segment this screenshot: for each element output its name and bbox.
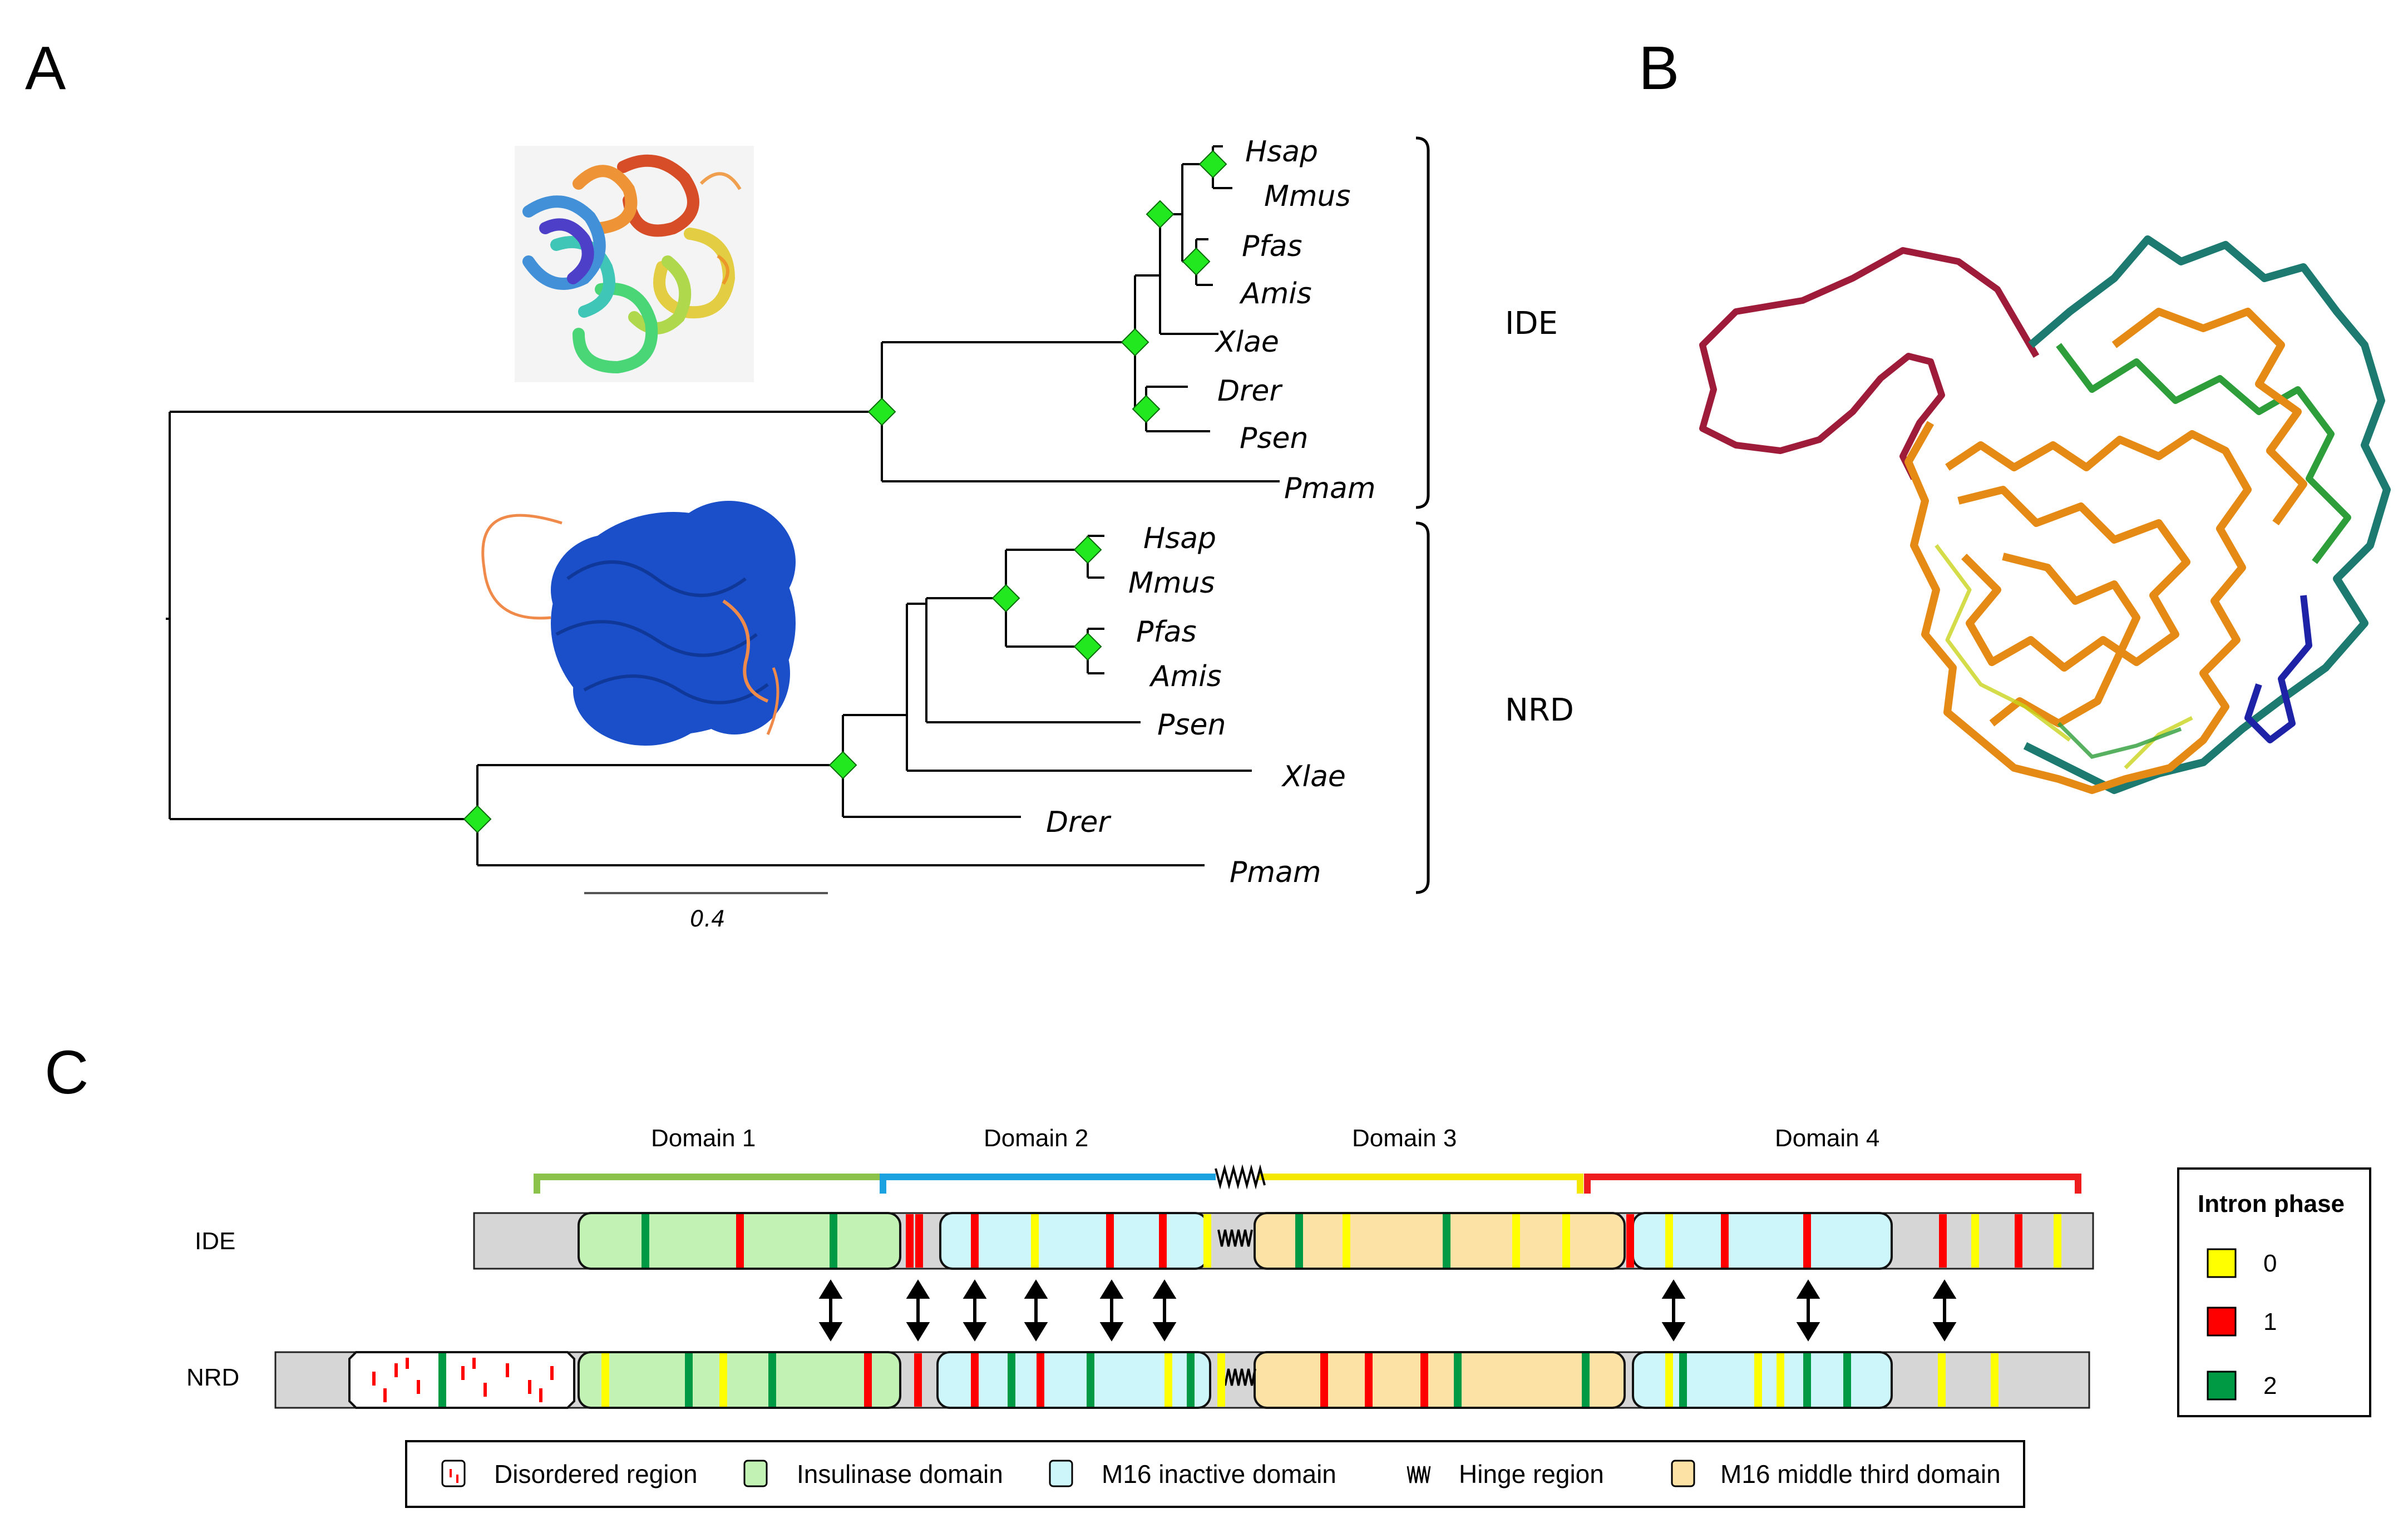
- nrd-tip-label: Hsap: [1143, 522, 1216, 555]
- nrd-tip-label: Drer: [1046, 806, 1112, 839]
- ide-tip-label: Mmus: [1264, 180, 1351, 213]
- ide-tip-label: Drer: [1217, 374, 1283, 408]
- domain-2-label: Domain 2: [984, 1125, 1088, 1152]
- nrd-clade-label: NRD: [1505, 692, 1574, 728]
- legend-label: M16 middle third domain: [1720, 1460, 2001, 1488]
- homology-arrow: [1152, 1279, 1177, 1342]
- homology-arrow: [906, 1279, 930, 1342]
- nrd-tip-label: Amis: [1149, 660, 1222, 693]
- homology-arrow: [1099, 1279, 1124, 1342]
- ide-domain-bar: [473, 1212, 2094, 1270]
- homology-arrow: [818, 1279, 843, 1342]
- ide-bracket: [1415, 136, 1430, 509]
- phase-2-swatch: [2207, 1371, 2237, 1401]
- nrd-row-label: NRD: [186, 1364, 239, 1391]
- homology-arrows: [818, 1279, 1957, 1342]
- legend-m16-middle: M16 middle third domain: [1671, 1460, 2001, 1488]
- domain-4-label: Domain 4: [1775, 1125, 1879, 1152]
- nrd-domain-bar: [274, 1351, 2090, 1409]
- legend-label: Disordered region: [494, 1460, 698, 1488]
- nrd-structure-image: [481, 501, 796, 746]
- nrd-tip-label: Pmam: [1230, 856, 1321, 889]
- legend-hinge: Hinge region: [1407, 1460, 1604, 1488]
- legend-label: Insulinase domain: [797, 1460, 1003, 1488]
- phase-0-swatch: [2207, 1248, 2237, 1278]
- legend-insulinase: Insulinase domain: [743, 1460, 1003, 1488]
- phase-2-label: 2: [2263, 1372, 2277, 1399]
- domain-2-bracket: [880, 1174, 1216, 1194]
- legend-label: Hinge region: [1459, 1460, 1604, 1488]
- ide-tip-label: Xlae: [1214, 326, 1279, 359]
- domain-1-label: Domain 1: [651, 1125, 756, 1152]
- legend-label: M16 inactive domain: [1102, 1460, 1336, 1488]
- ide-structure-image: [515, 146, 754, 382]
- domain-3-label: Domain 3: [1352, 1125, 1457, 1152]
- intron-phase-legend: Intron phase 0 1 2: [2177, 1167, 2371, 1417]
- phylogenetic-tree: Hsap Mmus Pfas Amis Xlae Drer Psen Pmam …: [166, 135, 1574, 932]
- domain-1-bracket: [534, 1174, 886, 1194]
- homology-arrow: [1024, 1279, 1048, 1342]
- ide-tip-label: Pfas: [1242, 230, 1302, 263]
- domain-legend: Disordered region Insulinase domain M16 …: [405, 1440, 2025, 1508]
- homology-arrow: [1796, 1279, 1820, 1342]
- phase-1-swatch: [2207, 1307, 2237, 1337]
- hinge-zigzag: [1215, 1164, 1266, 1190]
- nrd-bracket: [1415, 521, 1430, 894]
- nrd-tip-label: Xlae: [1281, 760, 1346, 793]
- ide-tip-label: Hsap: [1245, 135, 1318, 169]
- superposed-structures-image: [1699, 235, 2391, 794]
- ide-tip-label: Pmam: [1284, 472, 1376, 505]
- phase-0-label: 0: [2263, 1250, 2277, 1277]
- ide-tip-label: Psen: [1240, 422, 1308, 455]
- ide-tip-label: Amis: [1239, 277, 1312, 310]
- ide-row-label: IDE: [195, 1228, 235, 1255]
- support-nodes: [463, 150, 1227, 834]
- panel-b-label: B: [1639, 34, 1679, 102]
- ide-clade-label: IDE: [1505, 305, 1558, 342]
- intron-phase-title: Intron phase: [2198, 1190, 2345, 1218]
- scale-bar-label: 0.4: [690, 906, 726, 932]
- domain-3-bracket: [1259, 1174, 1583, 1194]
- panel-c-label: C: [45, 1038, 88, 1107]
- nrd-tip-label: Mmus: [1128, 566, 1215, 600]
- legend-m16-inactive: M16 inactive domain: [1049, 1460, 1336, 1488]
- nrd-tip-label: Psen: [1157, 708, 1226, 742]
- domain-4-bracket: [1584, 1174, 2081, 1194]
- homology-arrow: [963, 1279, 987, 1342]
- nrd-tip-label: Pfas: [1136, 615, 1197, 649]
- phase-1-label: 1: [2263, 1308, 2277, 1335]
- homology-arrow: [1932, 1279, 1957, 1342]
- panel-a-label: A: [25, 34, 66, 102]
- legend-disordered: Disordered region: [441, 1460, 698, 1488]
- homology-arrow: [1661, 1279, 1686, 1342]
